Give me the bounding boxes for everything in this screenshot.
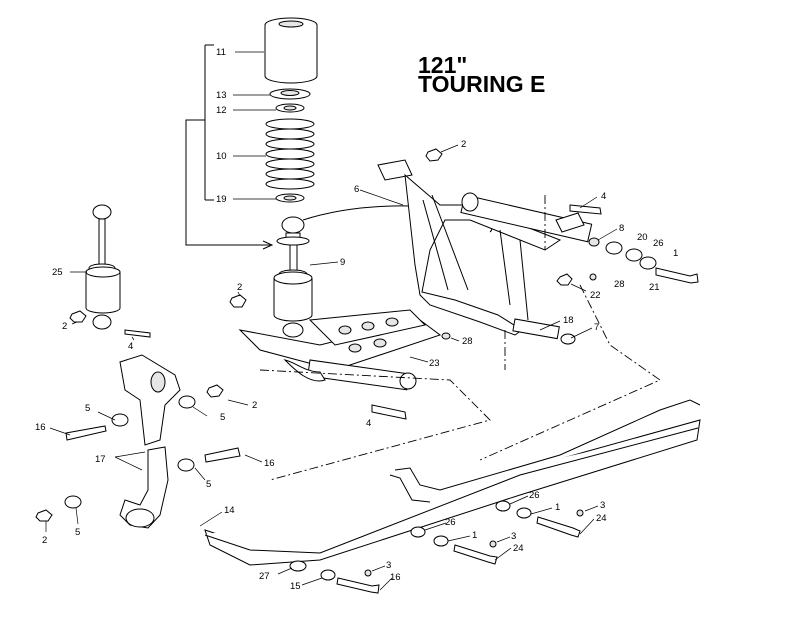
callout-28b: 28 bbox=[462, 336, 473, 347]
diagram-title-line2: TOURING E bbox=[418, 71, 546, 97]
part-19-ring bbox=[275, 193, 305, 203]
part-13-washer bbox=[269, 88, 311, 100]
diagram-title-line1: 121" bbox=[418, 52, 468, 78]
callout-23: 23 bbox=[429, 358, 440, 369]
callout-25: 25 bbox=[52, 267, 63, 278]
callout-2d: 2 bbox=[252, 400, 257, 411]
callout-16: 16 bbox=[35, 422, 46, 433]
callout-16b: 16 bbox=[264, 458, 275, 469]
callout-20: 20 bbox=[637, 232, 648, 243]
callout-16c: 16 bbox=[390, 572, 401, 583]
callout-3b: 3 bbox=[511, 531, 516, 542]
part-14-slide-rail bbox=[204, 399, 701, 566]
part-10-spring bbox=[265, 118, 315, 190]
callout-5d: 5 bbox=[75, 527, 80, 538]
callout-5c: 5 bbox=[206, 479, 211, 490]
callout-5b: 5 bbox=[220, 412, 225, 423]
callout-24b: 24 bbox=[513, 543, 524, 554]
callout-4: 4 bbox=[601, 191, 606, 202]
callout-9: 9 bbox=[340, 257, 345, 268]
callout-2c: 2 bbox=[62, 321, 67, 332]
callout-2e: 2 bbox=[42, 535, 47, 546]
callout-27: 27 bbox=[259, 571, 270, 582]
callout-8: 8 bbox=[619, 223, 624, 234]
callout-2b: 2 bbox=[237, 282, 242, 293]
callout-15: 15 bbox=[290, 581, 301, 592]
part-23-rear-arm bbox=[238, 309, 442, 391]
callout-3: 3 bbox=[600, 500, 605, 511]
hardware bbox=[35, 148, 699, 594]
callout-26c: 26 bbox=[445, 517, 456, 528]
callout-3c: 3 bbox=[386, 560, 391, 571]
callout-14: 14 bbox=[224, 505, 235, 516]
leader-lines bbox=[45, 51, 618, 591]
callout-2: 2 bbox=[461, 139, 466, 150]
callout-22: 22 bbox=[590, 290, 601, 301]
callout-10: 10 bbox=[216, 151, 227, 162]
callout-11: 11 bbox=[216, 47, 226, 58]
callout-12: 12 bbox=[216, 105, 227, 116]
callout-5: 5 bbox=[85, 403, 90, 414]
callout-labels: 11 13 12 10 19 2 6 4 8 20 26 1 21 9 25 2… bbox=[35, 47, 678, 592]
callout-17: 17 bbox=[95, 454, 106, 465]
alignment-lines bbox=[259, 195, 661, 481]
callout-26: 26 bbox=[653, 238, 664, 249]
callout-24: 24 bbox=[596, 513, 607, 524]
callout-1c: 1 bbox=[472, 530, 477, 541]
callout-28: 28 bbox=[614, 279, 625, 290]
callout-1b: 1 bbox=[555, 502, 560, 513]
callout-4c: 4 bbox=[366, 418, 371, 429]
assembly-bracket bbox=[185, 44, 270, 246]
callout-7: 7 bbox=[594, 322, 599, 333]
part-11-spring-cover bbox=[264, 17, 318, 84]
callout-13: 13 bbox=[216, 90, 227, 101]
callout-18: 18 bbox=[563, 315, 574, 326]
callout-1: 1 bbox=[673, 248, 678, 259]
callout-26b: 26 bbox=[529, 490, 540, 501]
callout-6: 6 bbox=[354, 184, 359, 195]
part-12-ring bbox=[275, 103, 305, 113]
callout-21: 21 bbox=[649, 282, 660, 293]
part-6-front-arm bbox=[377, 159, 593, 340]
part-25-shock-absorber bbox=[85, 204, 121, 330]
arrow-head bbox=[262, 240, 274, 250]
part-17-bracket bbox=[119, 354, 181, 529]
callout-19: 19 bbox=[216, 194, 227, 205]
callout-4b: 4 bbox=[128, 341, 133, 352]
